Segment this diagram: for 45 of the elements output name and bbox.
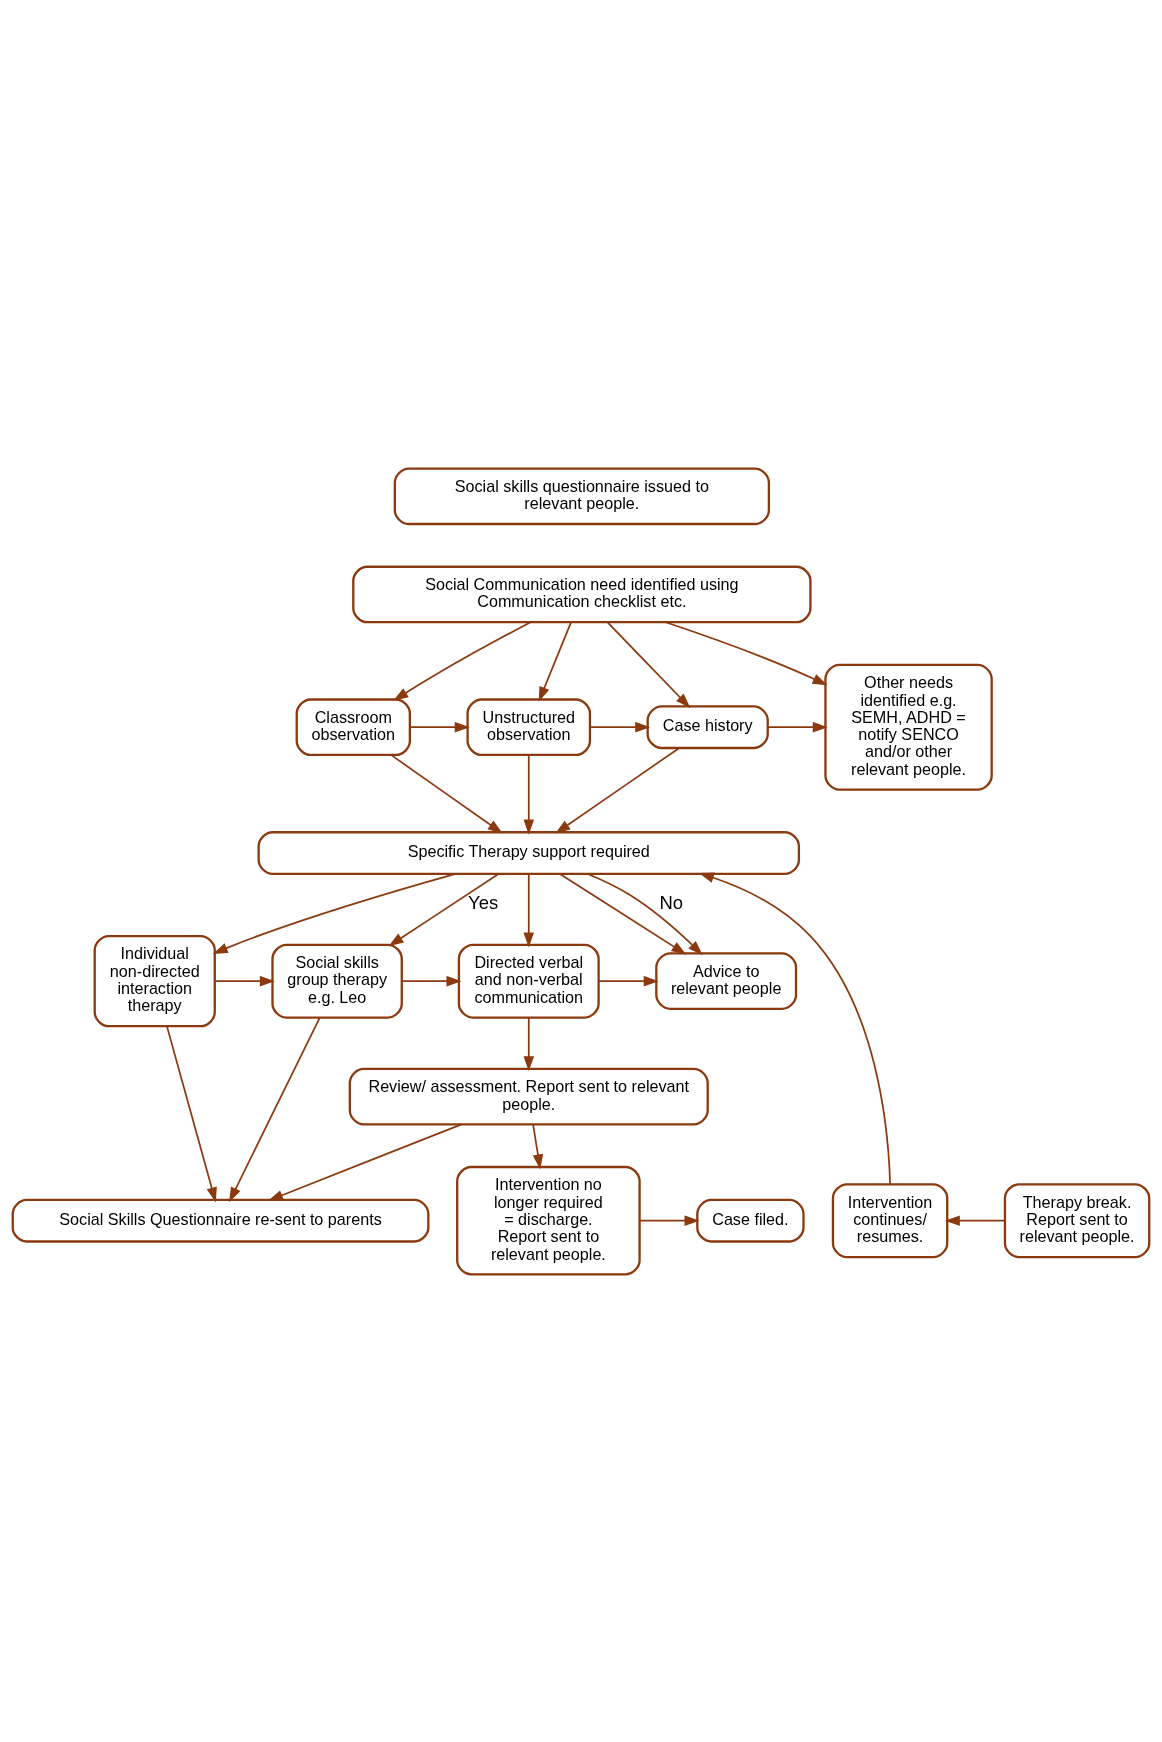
node-box: Case history <box>646 704 769 749</box>
node-box: Advice to relevant people <box>655 951 798 1010</box>
arrow <box>589 721 651 732</box>
arrow <box>523 1016 534 1071</box>
edge-label: Yes <box>468 891 499 913</box>
node-box: Classroom observation <box>295 697 411 756</box>
arrow <box>401 975 462 986</box>
arrow <box>212 872 457 954</box>
arrow <box>586 872 703 955</box>
node-box: Individual non-directed interaction therapy <box>93 934 216 1027</box>
node-box: Social skills group therapy e.g. Leo <box>271 943 403 1019</box>
node-box: Case filed. <box>696 1198 805 1243</box>
arrow <box>388 872 500 946</box>
arrow <box>698 872 891 1185</box>
node-box: Social Communication need identified using Communication checklist etc. <box>352 565 812 623</box>
arrow <box>214 975 275 986</box>
arrow <box>409 721 470 732</box>
node-box: Therapy break. Report sent to relevant people. <box>1003 1182 1151 1258</box>
arrow <box>555 746 680 834</box>
arrow <box>558 872 687 955</box>
arrow <box>944 1214 1006 1226</box>
node-box: Social Skills Questionnaire re-sent to parents <box>11 1198 430 1243</box>
node-box: Intervention no longer required = discharge. Report sent to relevant people. <box>456 1165 641 1276</box>
node-box: Intervention continues/ resumes. <box>831 1182 949 1258</box>
arrow <box>598 975 659 986</box>
node-box: Review/ assessment. Report sent to relevant people. <box>348 1067 709 1125</box>
arrow <box>532 1123 544 1169</box>
node-box: Other needs identified e.g. SEMH, ADHD = notify SENCO and/or other relevant people. <box>824 663 993 791</box>
node-box: Social skills questionnaire issued to relevant people. <box>393 466 771 525</box>
node-box: Unstructured observation <box>466 697 592 756</box>
arrow <box>664 620 828 685</box>
node-box: Directed verbal and non-verbal communication <box>457 943 600 1019</box>
arrow <box>538 620 572 702</box>
arrow <box>523 753 534 835</box>
arrow <box>606 620 691 708</box>
arrow <box>639 1214 700 1226</box>
edge-label: No <box>659 891 684 913</box>
node-box: Specific Therapy support required <box>257 830 801 875</box>
arrow <box>229 1016 321 1202</box>
arrow <box>166 1025 217 1202</box>
arrow <box>767 721 828 732</box>
arrow <box>393 620 532 701</box>
arrow <box>523 872 534 947</box>
arrow <box>390 753 503 834</box>
arrow <box>268 1122 463 1201</box>
